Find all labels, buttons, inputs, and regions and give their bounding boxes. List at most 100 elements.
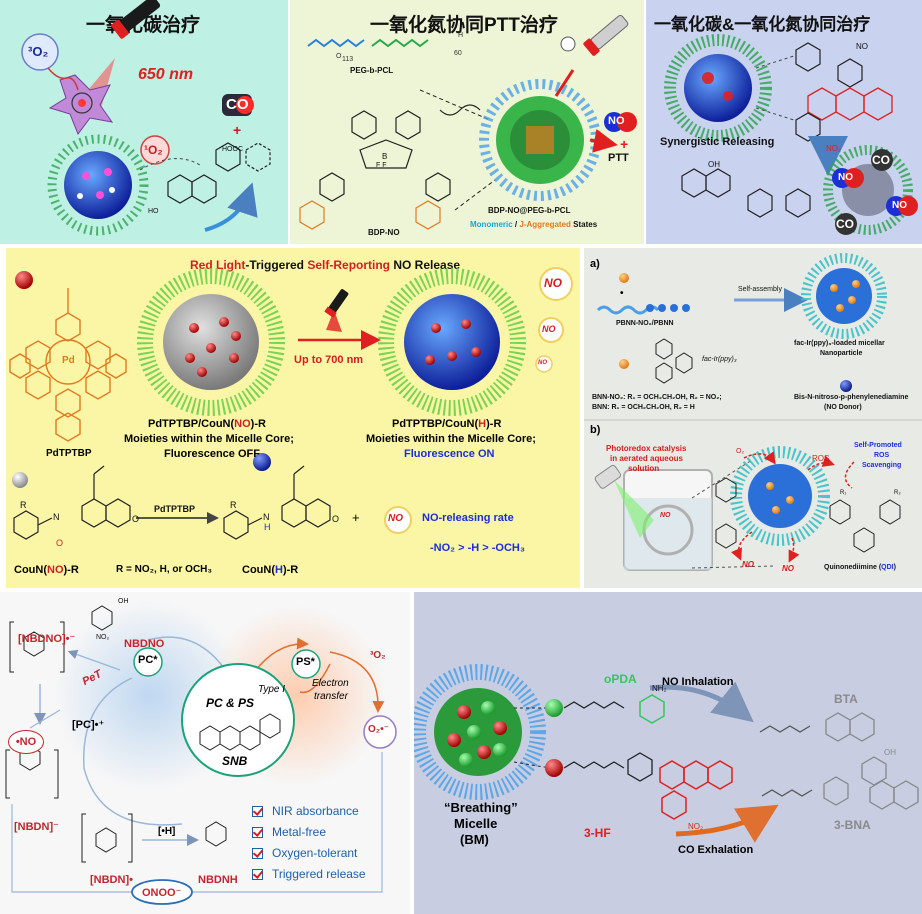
o2-label: O₂: [736, 448, 745, 455]
peg-subscript-60: 60: [454, 50, 462, 57]
no-inhalation: NO Inhalation: [662, 676, 734, 688]
left-caption-3: Fluorescence OFF: [164, 448, 260, 460]
left-caption-2: Moieties within the Micelle Core;: [124, 433, 294, 445]
micelle-icon: [47, 134, 149, 236]
monomeric-label: Monomeric: [470, 220, 513, 229]
nbdno-anion: [NBDNO]•⁻: [18, 633, 76, 645]
hf-label: 3-HF: [584, 826, 611, 840]
loaded-label-1: fac-Ir(ppy)₃-loaded micellar: [794, 340, 885, 347]
svg-text:O: O: [336, 53, 342, 60]
co-badge-2: CO: [836, 217, 854, 231]
r-definition: R = NO₂, H, or OCH₃: [116, 564, 213, 575]
red-light-illustration: [9, 267, 573, 540]
right-caption-3: Fluorescence ON: [404, 448, 495, 460]
rate-order: -NO₂ > -H > -OCH₃: [430, 542, 525, 554]
micelle-b-icon: [730, 446, 830, 546]
micelle-label-3: (BM): [460, 832, 489, 847]
peg-subscript-113: 113: [342, 56, 354, 63]
micelle-before-icon: [137, 268, 285, 416]
panel-headline: Red Light-Triggered Self-Reporting NO Re…: [190, 258, 460, 272]
panel-title: 一氧化氮协同PTT治疗: [370, 15, 558, 36]
headline-self-reporting: Self-Reporting: [307, 258, 391, 272]
co-therapy-illustration: [21, 0, 271, 236]
ptt-label: PTT: [608, 152, 629, 164]
o2-triplet: ³O₂: [370, 650, 386, 661]
no-bubble-2: NO: [542, 324, 556, 334]
coun-h-label: CouN(H)-R: [242, 564, 298, 576]
mechanism-illustration: [5, 600, 397, 905]
headline-triggered: -Triggered: [245, 258, 308, 272]
opda-label: oPDA: [604, 672, 637, 686]
r1-label: R₁: [840, 490, 847, 496]
qdi-label: Quinonediimine (QDI): [824, 564, 896, 571]
pdtptbp-label: PdTPTBP: [46, 448, 92, 459]
feature-label: Metal-free: [272, 825, 327, 839]
right-caption-1a: PdTPTBP/CouN(: [392, 418, 479, 430]
right-caption-2: Moieties within the Micelle Core;: [366, 433, 536, 445]
oh-label: OH: [118, 598, 129, 605]
qdi-label-c: ): [893, 564, 896, 571]
right-caption-1b: H: [478, 418, 487, 430]
photoredox-3: solution: [628, 464, 660, 473]
bnn-def: BNN: R₁ = OCH₂CH₂OH, R₂ = H: [592, 404, 695, 411]
qdi-label-a: Quinonediimine (: [824, 564, 882, 571]
no-label-1: NO: [742, 560, 754, 569]
headline-red-light: Red Light: [190, 258, 246, 272]
nitroso-label: NO: [856, 42, 868, 51]
rate-title: NO-releasing rate: [422, 512, 514, 524]
micelle-a-icon: [801, 253, 887, 339]
self-assembly-label: Self-assembly: [738, 286, 782, 293]
breathing-micelle-illustration: [414, 664, 919, 843]
no-label: NO: [608, 115, 625, 127]
fac-ir-label: fac-Ir(ppy)₃: [702, 356, 737, 363]
no-radical: •NO: [8, 730, 44, 754]
headline-no-release: NO Release: [390, 258, 461, 272]
pc-star: PC*: [138, 654, 158, 666]
synergy-label: Synergistic Releasing: [660, 136, 775, 148]
no2-label: NO₂: [688, 822, 704, 831]
no-badge-1: NO: [838, 172, 853, 183]
bnn-no2-def: BNN-NO₂: R₁ = OCH₂CH₂OH, R₂ = NO₂;: [592, 394, 722, 401]
right-caption-1c: )-R: [486, 418, 502, 430]
feature-label: Oxygen-tolerant: [272, 846, 358, 860]
micelle-label-1: “Breathing”: [444, 800, 518, 815]
plus-sign: +: [620, 136, 629, 152]
plus-sign: +: [233, 122, 242, 138]
nanoparticle-label: BDP-NO@PEG-b-PCL: [488, 206, 571, 215]
co-exhalation: CO Exhalation: [678, 844, 754, 856]
label-a: a): [590, 258, 600, 270]
r-label-right: R: [230, 500, 237, 510]
left-caption-1b: NO: [234, 418, 251, 430]
nbdno-label: NBDNO: [124, 638, 165, 650]
pbnn-label: PBNN-NO₂/PBNN: [616, 320, 674, 327]
check-icon: [252, 869, 263, 880]
coun-no-b: NO: [47, 564, 64, 576]
nbdn-radical: [NBDN]•: [90, 874, 133, 886]
superoxide: O₂•⁻: [368, 724, 390, 735]
no-bubble-1: NO: [544, 276, 562, 290]
no-radical-text: •NO: [15, 736, 37, 748]
nitro-label: NO₂: [826, 144, 842, 153]
nh-h-label: H: [264, 522, 271, 532]
qdi-label-b: QDI: [881, 564, 894, 571]
left-caption-1: PdTPTBP/CouN(NO)-R: [148, 418, 266, 430]
oh-label: OH: [884, 748, 896, 757]
oh-label: OH: [708, 160, 720, 169]
coun-h-a: CouN(: [242, 564, 275, 576]
right-caption-1: PdTPTBP/CouN(H)-R: [392, 418, 501, 430]
states-label: Monomeric / J-Aggregated States: [470, 220, 597, 229]
coun-h-c: )-R: [282, 564, 299, 576]
co-no-illustration: [664, 34, 918, 235]
nbdn-anion: [NBDN]⁻: [14, 821, 59, 833]
coun-no-c: )-R: [63, 564, 79, 576]
micelle-label-2: Micelle: [454, 816, 498, 831]
no-badge-2: NO: [892, 200, 907, 211]
h-label: H: [458, 32, 464, 39]
donor-label-2: (NO Donor): [824, 404, 862, 411]
hooc-label: HOOC: [222, 146, 243, 153]
check-icon: [252, 806, 263, 817]
no2-label: NO₂: [96, 634, 110, 641]
scavenging-1: Self-Promoted: [854, 442, 902, 449]
panel-red-light-no-release: Red Light-Triggered Self-Reporting NO Re…: [6, 248, 580, 588]
h-radical: [•H]: [158, 826, 176, 837]
